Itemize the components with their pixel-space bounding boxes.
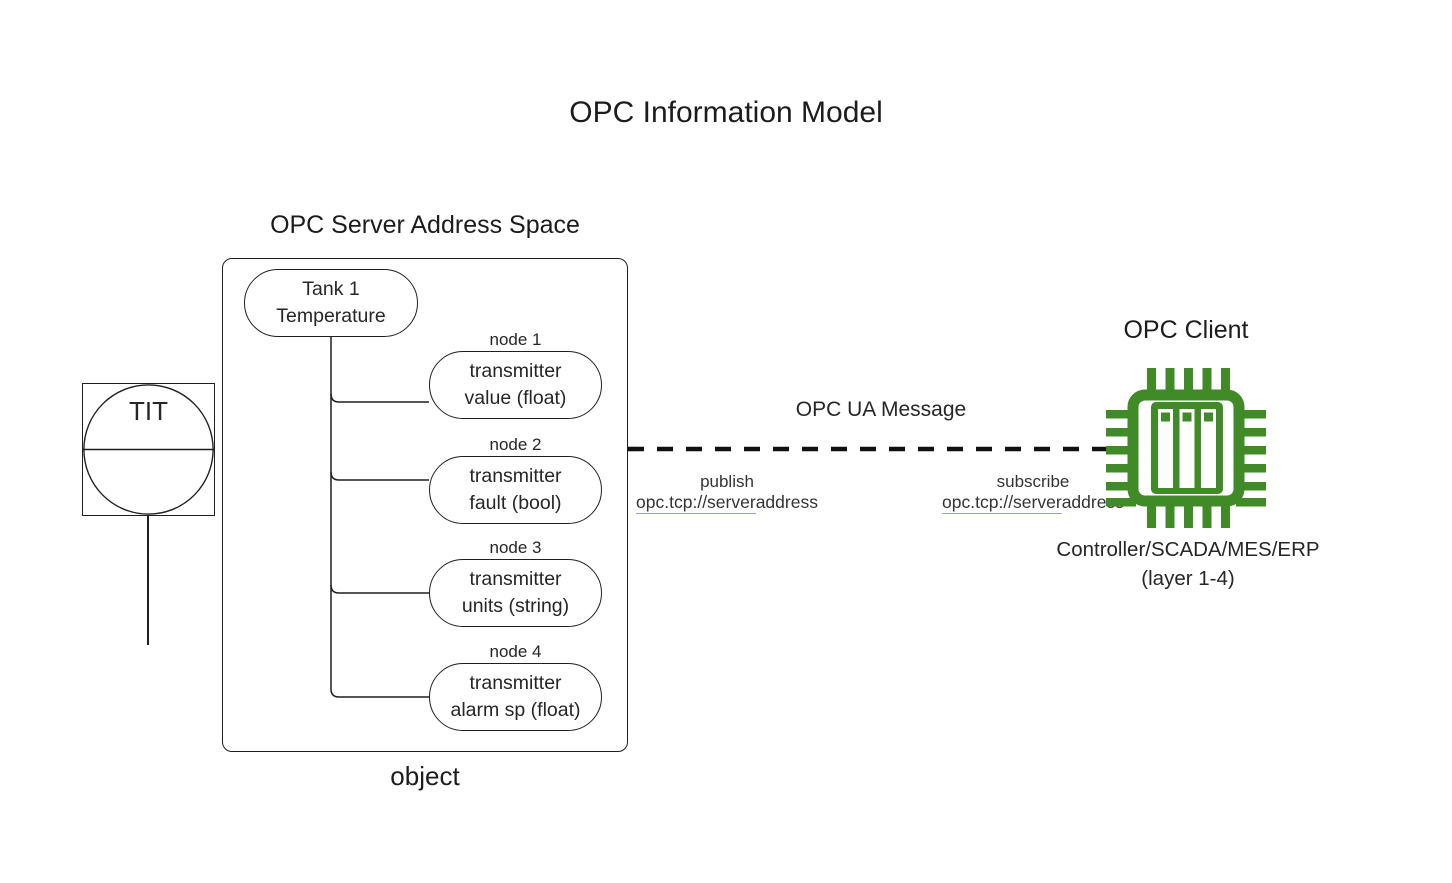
instrument-tag: TIT bbox=[129, 396, 168, 426]
instrument-stem-line bbox=[147, 516, 149, 645]
subscribe-address: opc.tcp://serveraddress bbox=[926, 492, 1140, 514]
publish-endpoint: publish opc.tcp://serveraddress bbox=[620, 471, 834, 514]
node-line1: transmitter bbox=[469, 568, 562, 590]
dashed-message-line bbox=[628, 446, 1110, 452]
root-node-line2: Temperature bbox=[276, 305, 386, 327]
instrument-bubble-icon: TIT bbox=[82, 383, 215, 516]
node-label: node 1 bbox=[489, 330, 542, 349]
subscribe-address-link[interactable]: opc.tcp://server bbox=[942, 492, 1062, 514]
node-line2: alarm sp (float) bbox=[450, 699, 581, 721]
page-title: OPC Information Model bbox=[569, 96, 883, 129]
tree-connector-lines bbox=[330, 336, 429, 698]
node-line1: transmitter bbox=[469, 465, 562, 487]
node-line1: transmitter bbox=[469, 360, 562, 382]
node-label: node 2 bbox=[489, 435, 542, 454]
message-label: OPC UA Message bbox=[795, 398, 967, 421]
subscribe-action: subscribe bbox=[996, 472, 1070, 491]
microchip-icon bbox=[1106, 368, 1266, 528]
client-caption: Controller/SCADA/MES/ERP (layer 1-4) bbox=[1036, 535, 1340, 593]
object-caption: object bbox=[390, 761, 460, 791]
root-node-line1: Tank 1 bbox=[302, 278, 360, 300]
server-address-space-box: Tank 1 Temperature node 1 transmitter va… bbox=[222, 258, 628, 752]
node-label: node 3 bbox=[489, 538, 542, 557]
tree-node: transmitter units (string) bbox=[429, 559, 602, 627]
tree-node: transmitter alarm sp (float) bbox=[429, 663, 602, 731]
instrument-circle-icon bbox=[83, 384, 214, 515]
tree-root-node: Tank 1 Temperature bbox=[244, 269, 418, 337]
server-heading: OPC Server Address Space bbox=[270, 211, 580, 239]
tree-node: transmitter fault (bool) bbox=[429, 456, 602, 524]
publish-address: opc.tcp://serveraddress bbox=[620, 492, 834, 514]
subscribe-endpoint: subscribe opc.tcp://serveraddress bbox=[926, 471, 1140, 514]
client-heading: OPC Client bbox=[1123, 316, 1249, 344]
publish-address-link[interactable]: opc.tcp://server bbox=[636, 492, 756, 514]
client-caption-line2: (layer 1-4) bbox=[1141, 567, 1235, 590]
publish-address-rest: address bbox=[755, 492, 818, 512]
node-label: node 4 bbox=[489, 642, 542, 661]
node-line1: transmitter bbox=[469, 672, 562, 694]
tree-node: transmitter value (float) bbox=[429, 351, 602, 419]
subscribe-address-rest: address bbox=[1061, 492, 1124, 512]
client-caption-line1: Controller/SCADA/MES/ERP bbox=[1056, 538, 1320, 561]
node-line2: units (string) bbox=[461, 595, 570, 617]
publish-action: publish bbox=[700, 472, 754, 491]
node-line2: fault (bool) bbox=[469, 492, 562, 514]
node-line2: value (float) bbox=[464, 387, 567, 409]
